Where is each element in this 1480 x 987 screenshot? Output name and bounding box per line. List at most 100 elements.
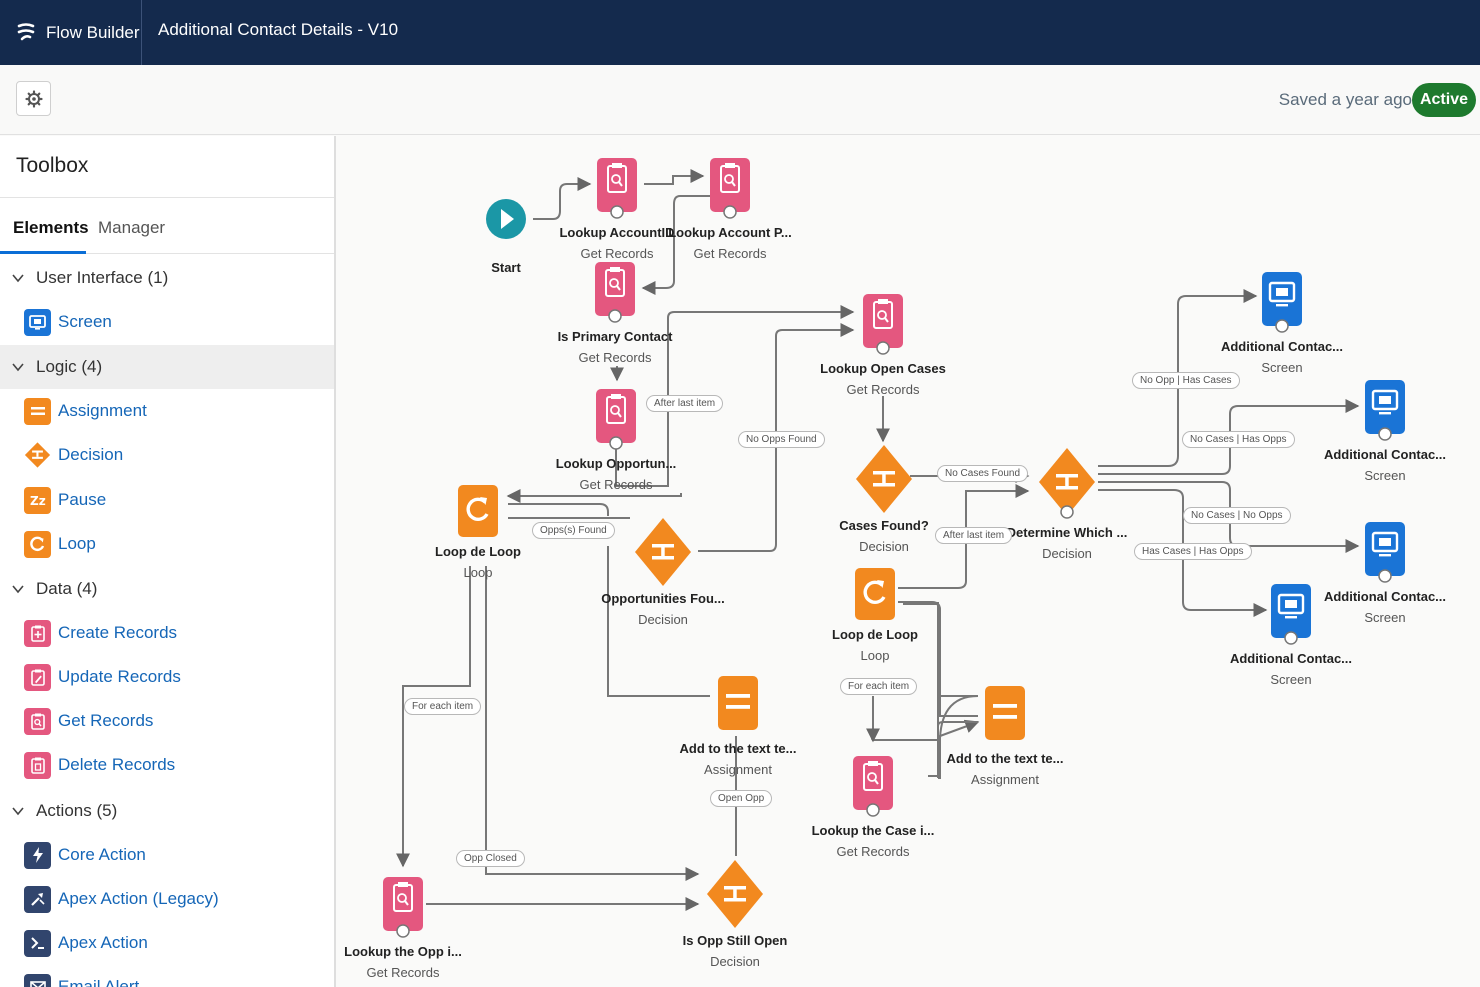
tab-underline	[0, 251, 86, 254]
toolbox-item-apex-action[interactable]: Apex Action	[24, 926, 148, 960]
tab-elements[interactable]: Elements	[13, 218, 89, 237]
connector-label[interactable]: After last item	[935, 527, 1013, 544]
item-label: Core Action	[58, 845, 146, 864]
node-type: Decision	[1042, 546, 1092, 561]
app-brand[interactable]: Flow Builder	[0, 0, 142, 65]
section-user-interface[interactable]: User Interface (1)	[0, 256, 334, 300]
node-type: Loop	[860, 648, 890, 663]
flow-node-lookup-the-case[interactable]: Lookup the Case i... Get Records	[798, 754, 948, 859]
toolbox-item-decision[interactable]: Decision	[24, 438, 123, 472]
flow-node-is-opp-still-open[interactable]: Is Opp Still Open Decision	[660, 858, 810, 969]
flow-node-screen-1[interactable]: Additional Contac... Screen	[1207, 270, 1357, 375]
flow-node-screen-2[interactable]: Additional Contac... Screen	[1310, 378, 1460, 483]
toolbox-item-create-records[interactable]: Create Records	[24, 616, 177, 650]
item-label: Assignment	[58, 401, 147, 420]
flow-logo-icon	[17, 22, 35, 40]
node-label: Lookup Account P...	[668, 225, 792, 240]
connector-label[interactable]: Open Opp	[710, 790, 773, 807]
item-label: Screen	[58, 312, 112, 331]
node-type: Get Records	[836, 844, 910, 859]
connector-label[interactable]: For each item	[840, 678, 918, 695]
connector-label[interactable]: No Cases | No Opps	[1183, 507, 1291, 524]
screen-icon	[1365, 380, 1405, 441]
node-label: Lookup the Opp i...	[344, 944, 462, 959]
flow-node-screen-3[interactable]: Additional Contac... Screen	[1310, 520, 1460, 625]
node-type: Screen	[1364, 610, 1406, 625]
node-type: Get Records	[846, 382, 920, 397]
tab-manager[interactable]: Manager	[98, 218, 166, 237]
connector-label[interactable]: For each item	[404, 698, 482, 715]
toolbox-title: Toolbox	[16, 154, 89, 177]
assignment-icon	[24, 397, 51, 425]
flow-node-start[interactable]: Start	[431, 191, 581, 275]
item-label: Delete Records	[58, 755, 176, 774]
flow-node-determine-which[interactable]: Determine Which ... Decision	[992, 446, 1142, 561]
flow-node-lookup-open-cases[interactable]: Lookup Open Cases Get Records	[808, 292, 958, 397]
node-label: Is Opp Still Open	[682, 933, 788, 948]
toolbox-item-update-records[interactable]: Update Records	[24, 660, 181, 694]
flow-node-lookup-opportunities[interactable]: Lookup Opportun... Get Records	[541, 387, 691, 492]
flow-node-cases-found[interactable]: Cases Found? Decision	[809, 443, 959, 554]
screen-icon	[24, 308, 51, 336]
node-type: Assignment	[704, 762, 772, 777]
section-label: Actions (5)	[36, 801, 118, 820]
connector-label[interactable]: Has Cases | Has Opps	[1134, 543, 1252, 560]
section-data[interactable]: Data (4)	[0, 567, 334, 611]
connector-label[interactable]: No Opps Found	[738, 431, 825, 448]
section-logic[interactable]: Logic (4)	[0, 345, 334, 389]
item-label: Apex Action	[58, 933, 148, 952]
saved-status: Saved a year ago	[1278, 90, 1412, 109]
chevron-down-icon	[12, 585, 24, 594]
flow-node-assignment-1[interactable]: Add to the text te... Assignment	[663, 674, 813, 777]
section-actions[interactable]: Actions (5)	[0, 789, 334, 833]
flow-node-lookup-account-p[interactable]: Lookup Account P... Get Records	[655, 156, 805, 261]
connector-label[interactable]: No Opp | Has Cases	[1132, 372, 1240, 389]
item-label: Pause	[58, 490, 107, 509]
flow-node-loop-de-loop-1[interactable]: Loop de Loop Loop	[403, 483, 553, 580]
apex-legacy-icon	[24, 885, 51, 913]
node-label: Additional Contac...	[1220, 339, 1344, 354]
node-label: Determine Which ...	[1006, 525, 1128, 540]
toolbox-item-get-records[interactable]: Get Records	[24, 704, 153, 738]
flow-node-opportunities-found[interactable]: Opportunities Fou... Decision	[588, 516, 738, 627]
assignment-icon	[985, 686, 1025, 740]
toolbox-item-core-action[interactable]: Core Action	[24, 838, 146, 872]
chevron-down-icon	[12, 363, 24, 372]
toolbox-item-screen[interactable]: Screen	[24, 305, 112, 339]
flow-canvas[interactable]: Start Lookup AccountID Get Records Looku…	[338, 136, 1480, 987]
flow-node-assignment-2[interactable]: Add to the text te... Assignment	[930, 684, 1080, 787]
get-records-icon	[383, 877, 423, 938]
connector-label[interactable]: After last item	[646, 395, 724, 412]
toolbox-tabs: Elements Manager	[0, 208, 334, 254]
flow-title: Additional Contact Details - V10	[158, 20, 399, 39]
item-label: Email Alert	[58, 977, 140, 987]
flow-node-lookup-the-opp[interactable]: Lookup the Opp i... Get Records	[338, 875, 478, 980]
connector-label[interactable]: Opps(s) Found	[532, 522, 615, 539]
connector-label[interactable]: No Cases Found	[937, 465, 1029, 482]
section-label: Data (4)	[36, 579, 98, 598]
node-label: Opportunities Fou...	[601, 591, 725, 606]
node-type: Get Records	[580, 246, 654, 261]
toolbox-item-apex-action-legacy[interactable]: Apex Action (Legacy)	[24, 882, 219, 916]
screen-icon	[1262, 272, 1302, 333]
toolbox-item-email-alert[interactable]: Email Alert	[24, 970, 139, 987]
settings-button[interactable]	[16, 81, 51, 116]
toolbox-item-assignment[interactable]: Assignment	[24, 394, 147, 428]
toolbox-item-loop[interactable]: Loop	[24, 527, 96, 561]
connector-label[interactable]: No Cases | Has Opps	[1182, 431, 1295, 448]
node-label: Lookup Opportun...	[555, 456, 677, 471]
flow-node-lookup-accountid[interactable]: Lookup AccountID Get Records	[542, 156, 692, 261]
node-type: Get Records	[578, 350, 652, 365]
gear-icon	[24, 89, 43, 108]
node-type: Get Records	[693, 246, 767, 261]
toolbox-item-pause[interactable]: Zz Pause	[24, 483, 106, 517]
flow-node-is-primary-contact[interactable]: Is Primary Contact Get Records	[540, 260, 690, 365]
toolbox-item-delete-records[interactable]: Delete Records	[24, 748, 175, 782]
connector-label[interactable]: Opp Closed	[456, 850, 525, 867]
decision-icon	[635, 518, 691, 586]
node-label: Lookup the Case i...	[811, 823, 935, 838]
flow-node-screen-4[interactable]: Additional Contac... Screen	[1216, 582, 1366, 687]
flow-node-loop-de-loop-2[interactable]: Loop de Loop Loop	[800, 566, 950, 663]
screen-icon	[1365, 522, 1405, 583]
app-name: Flow Builder	[46, 22, 140, 42]
